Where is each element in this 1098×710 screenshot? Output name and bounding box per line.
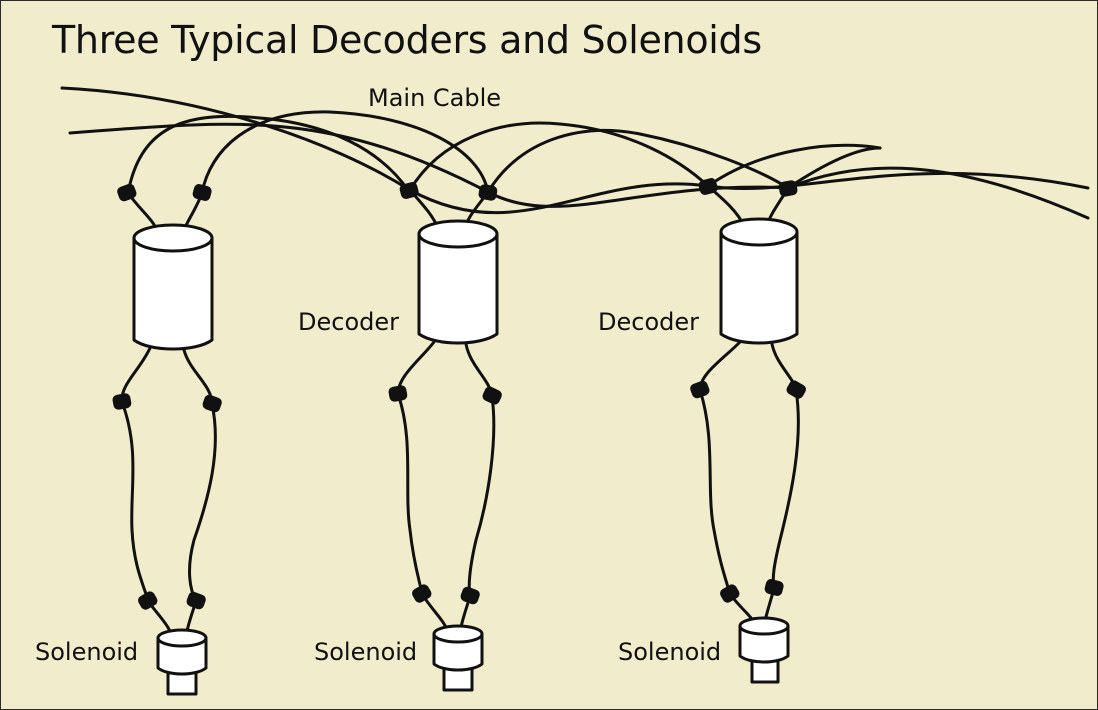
solenoid-label: Solenoid bbox=[314, 638, 418, 666]
decoder-body bbox=[132, 236, 214, 351]
solenoid-label: Solenoid bbox=[618, 638, 722, 666]
solenoid-label: Solenoid bbox=[35, 638, 139, 666]
main-cable-wire-h bbox=[786, 146, 882, 190]
main-cable-wire-e bbox=[408, 121, 710, 192]
main-cable-wire-c bbox=[126, 114, 410, 195]
solenoid-lead bbox=[188, 402, 217, 603]
solenoid-lead bbox=[120, 400, 150, 603]
main-cable-wire-b bbox=[68, 122, 1090, 220]
solenoid-lead bbox=[396, 392, 424, 596]
solenoid-lead bbox=[698, 388, 732, 596]
main-cable-label: Main Cable bbox=[368, 84, 502, 112]
decoder-label: Decoder bbox=[298, 308, 399, 336]
decoder-body bbox=[719, 230, 799, 345]
solenoid-body bbox=[432, 632, 484, 672]
main-cable-wire-d bbox=[200, 110, 490, 195]
decoder-body bbox=[417, 232, 499, 345]
main-cable-wire-a bbox=[60, 86, 1090, 215]
decoder-top bbox=[719, 217, 799, 247]
main-cable-wire-f bbox=[486, 128, 790, 194]
splice-connectors bbox=[690, 178, 806, 603]
decoder-label: Decoder bbox=[598, 308, 699, 336]
solenoid-body bbox=[156, 636, 208, 676]
decoder-top bbox=[132, 223, 214, 253]
unit-right bbox=[690, 178, 806, 684]
solenoid-body bbox=[738, 624, 790, 664]
splice-connectors bbox=[112, 183, 222, 610]
decoder-top bbox=[417, 219, 499, 249]
solenoid-top bbox=[738, 616, 790, 636]
solenoid-lead bbox=[771, 388, 800, 590]
unit-left bbox=[112, 183, 222, 696]
solenoid-top bbox=[156, 628, 208, 648]
page-title: Three Typical Decoders and Solenoids bbox=[52, 18, 762, 62]
solenoid-top bbox=[432, 624, 484, 644]
unit-middle bbox=[388, 182, 502, 692]
solenoid-lead bbox=[467, 394, 496, 598]
main-cable bbox=[60, 86, 1090, 220]
main-cable-wire-g bbox=[706, 143, 882, 188]
splice-connectors bbox=[388, 182, 502, 605]
